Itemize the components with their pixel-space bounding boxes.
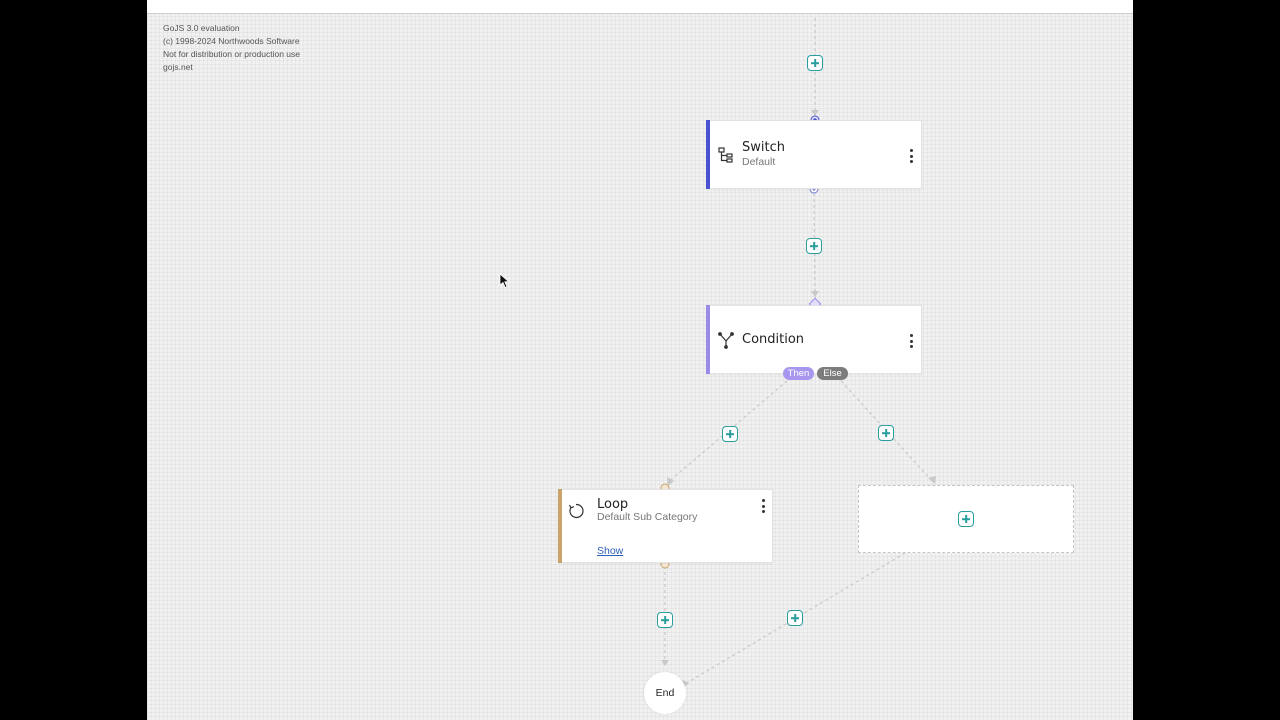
add-step-button[interactable] <box>806 238 822 254</box>
condition-node[interactable]: Condition <box>706 305 922 374</box>
switch-node[interactable]: Switch Default <box>706 120 922 189</box>
end-node[interactable]: End <box>644 672 686 714</box>
loop-more-menu-icon[interactable] <box>760 499 766 513</box>
add-step-button[interactable] <box>958 511 974 527</box>
switch-subtitle: Default <box>742 156 776 168</box>
loop-accent-bar <box>558 489 562 563</box>
arrowhead <box>811 291 819 297</box>
loop-title: Loop <box>597 497 629 512</box>
tree-structure-icon <box>718 147 733 163</box>
diagram-canvas[interactable]: GoJS 3.0 evaluation (c) 1998-2024 Northw… <box>147 0 1133 720</box>
arrowhead <box>928 476 936 484</box>
switch-accent-bar <box>706 120 710 189</box>
arrowhead <box>661 660 669 666</box>
add-step-button[interactable] <box>807 55 823 71</box>
mouse-cursor-icon <box>499 273 510 289</box>
condition-more-menu-icon[interactable] <box>908 334 914 348</box>
evaluation-watermark: GoJS 3.0 evaluation (c) 1998-2024 Northw… <box>163 22 300 74</box>
watermark-line: Not for distribution or production use <box>163 49 301 59</box>
condition-title: Condition <box>742 332 805 347</box>
switch-more-menu-icon[interactable] <box>908 149 914 163</box>
add-step-button[interactable] <box>722 426 738 442</box>
add-step-button[interactable] <box>657 612 673 628</box>
watermark-line: (c) 1998-2024 Northwoods Software <box>163 36 300 46</box>
add-step-button[interactable] <box>787 610 803 626</box>
loop-show-link[interactable]: Show <box>597 545 624 557</box>
add-step-button[interactable] <box>878 425 894 441</box>
watermark-line: gojs.net <box>163 62 193 72</box>
condition-accent-bar <box>706 305 710 374</box>
loop-node[interactable]: Loop Default Sub Category Show <box>558 489 773 563</box>
loop-subtitle: Default Sub Category <box>597 511 698 523</box>
arrowhead <box>811 110 819 116</box>
else-branch-badge[interactable]: Else <box>817 367 848 380</box>
branch-fork-icon <box>718 332 734 349</box>
top-toolbar <box>147 0 1133 14</box>
diagram-links <box>660 18 936 687</box>
switch-title: Switch <box>742 140 785 155</box>
loop-arrow-icon <box>568 503 584 519</box>
arrowhead <box>667 477 674 486</box>
watermark-line: GoJS 3.0 evaluation <box>163 23 240 33</box>
then-branch-badge[interactable]: Then <box>783 367 814 380</box>
